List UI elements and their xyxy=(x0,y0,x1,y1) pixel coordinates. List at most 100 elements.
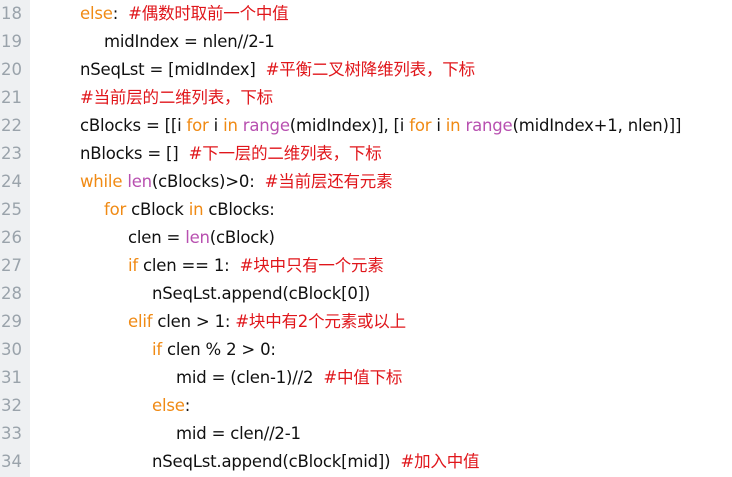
comment-token: #块中只有一个元素 xyxy=(239,256,384,275)
code-token: clen = xyxy=(128,228,186,247)
line-number: 26 xyxy=(1,228,22,247)
code-text: for cBlock in cBlocks: xyxy=(104,196,275,224)
keyword-token: for xyxy=(186,116,209,135)
keyword-token: in xyxy=(188,200,204,219)
code-token: nSeqLst = [midIndex] xyxy=(80,60,266,79)
code-text: mid = (clen-1)//2 #中值下标 xyxy=(176,364,402,392)
line-number: 33 xyxy=(1,424,22,443)
comment-token: #平衡二叉树降维列表，下标 xyxy=(265,60,475,79)
keyword-token: else xyxy=(80,4,113,23)
code-line: 19 midIndex = nlen//2-1 xyxy=(0,28,732,56)
builtin-token: len xyxy=(127,172,152,191)
code-text: if clen % 2 > 0: xyxy=(152,336,276,364)
keyword-token: elif xyxy=(128,312,153,331)
code-token: clen > 1: xyxy=(152,312,236,331)
code-text: elif clen > 1: #块中有2个元素或以上 xyxy=(128,308,406,336)
code-text: clen = len(cBlock) xyxy=(128,224,275,252)
code-line: 26 clen = len(cBlock) xyxy=(0,224,732,252)
comment-token: #中值下标 xyxy=(323,368,403,387)
line-number: 23 xyxy=(1,144,22,163)
code-token: (cBlock) xyxy=(209,228,275,247)
comment-token: #块中有2个元素或以上 xyxy=(235,312,406,331)
line-number: 21 xyxy=(1,88,22,107)
code-text: else: xyxy=(152,392,190,420)
builtin-token: range xyxy=(242,116,290,135)
line-number: 24 xyxy=(1,172,22,191)
code-token: i xyxy=(208,116,224,135)
code-token: cBlocks = [[i xyxy=(80,116,187,135)
code-text: mid = clen//2-1 xyxy=(176,420,301,448)
code-text: nSeqLst.append(cBlock[0]) xyxy=(152,280,370,308)
code-token: clen == 1: xyxy=(138,256,240,275)
code-text: nSeqLst.append(cBlock[mid]) #加入中值 xyxy=(152,448,479,476)
line-number: 19 xyxy=(1,32,22,51)
keyword-token: while xyxy=(80,172,123,191)
code-text: midIndex = nlen//2-1 xyxy=(104,28,275,56)
code-token: (midIndex+1, nlen)]] xyxy=(512,116,682,135)
code-line: 28 nSeqLst.append(cBlock[0]) xyxy=(0,280,732,308)
code-line: 33 mid = clen//2-1 xyxy=(0,420,732,448)
keyword-token: for xyxy=(104,200,127,219)
keyword-token: if xyxy=(152,340,162,359)
code-token: i xyxy=(431,116,446,135)
keyword-token: in xyxy=(445,116,461,135)
code-line: 30 if clen % 2 > 0: xyxy=(0,336,732,364)
line-number: 32 xyxy=(1,396,22,415)
comment-token: #下一层的二维列表，下标 xyxy=(188,144,382,163)
code-token: clen % 2 > 0: xyxy=(162,340,276,359)
code-token: : xyxy=(184,396,191,415)
keyword-token: in xyxy=(223,116,238,135)
code-line: 25 for cBlock in cBlocks: xyxy=(0,196,732,224)
line-number: 22 xyxy=(1,116,22,135)
line-number: 25 xyxy=(1,200,22,219)
code-line: 18 else: #偶数时取前一个中值 xyxy=(0,0,732,28)
code-token: nSeqLst.append(cBlock[0]) xyxy=(152,284,371,303)
comment-token: #当前层还有元素 xyxy=(264,172,393,191)
code-text: while len(cBlocks)>0: #当前层还有元素 xyxy=(80,168,393,196)
code-text: #当前层的二维列表，下标 xyxy=(80,84,273,112)
code-text: if clen == 1: #块中只有一个元素 xyxy=(128,252,384,280)
code-text: nSeqLst = [midIndex] #平衡二叉树降维列表，下标 xyxy=(80,56,475,84)
keyword-token: for xyxy=(409,116,432,135)
code-token: midIndex = nlen//2-1 xyxy=(104,32,275,51)
code-text: cBlocks = [[i for i in range(midIndex)],… xyxy=(80,112,681,140)
code-line: 29 elif clen > 1: #块中有2个元素或以上 xyxy=(0,308,732,336)
code-token: (cBlocks)>0: xyxy=(151,172,265,191)
code-line: 32 else: xyxy=(0,392,732,420)
builtin-token: len xyxy=(185,228,210,247)
code-token: mid = clen//2-1 xyxy=(176,424,301,443)
code-token: nSeqLst.append(cBlock[mid]) xyxy=(152,452,401,471)
code-text: nBlocks = [] #下一层的二维列表，下标 xyxy=(80,140,382,168)
line-number: 34 xyxy=(1,452,22,471)
code-token: cBlocks: xyxy=(203,200,275,219)
code-line: 24 while len(cBlocks)>0: #当前层还有元素 xyxy=(0,168,732,196)
code-line: 21 #当前层的二维列表，下标 xyxy=(0,84,732,112)
comment-token: #当前层的二维列表，下标 xyxy=(80,88,273,107)
code-line: 34 nSeqLst.append(cBlock[mid]) #加入中值 xyxy=(0,448,732,476)
code-token: mid = (clen-1)//2 xyxy=(176,368,324,387)
keyword-token: if xyxy=(128,256,138,275)
code-token: cBlock xyxy=(126,200,189,219)
code-line: 20 nSeqLst = [midIndex] #平衡二叉树降维列表，下标 xyxy=(0,56,732,84)
line-number: 18 xyxy=(1,4,22,23)
line-number: 27 xyxy=(1,256,22,275)
code-text: else: #偶数时取前一个中值 xyxy=(80,0,289,28)
code-line: 23 nBlocks = [] #下一层的二维列表，下标 xyxy=(0,140,732,168)
line-number: 29 xyxy=(1,312,22,331)
line-number: 20 xyxy=(1,60,22,79)
code-token: : xyxy=(112,4,129,23)
code-line: 27 if clen == 1: #块中只有一个元素 xyxy=(0,252,732,280)
line-number: 30 xyxy=(1,340,22,359)
line-number: 31 xyxy=(1,368,22,387)
code-token: nBlocks = [] xyxy=(80,144,189,163)
line-number: 28 xyxy=(1,284,22,303)
code-line: 31 mid = (clen-1)//2 #中值下标 xyxy=(0,364,732,392)
comment-token: #偶数时取前一个中值 xyxy=(128,4,289,23)
builtin-token: range xyxy=(465,116,513,135)
keyword-token: else xyxy=(152,396,185,415)
code-token: (midIndex)], [i xyxy=(289,116,410,135)
comment-token: #加入中值 xyxy=(400,452,480,471)
line-number-gutter xyxy=(0,0,30,477)
